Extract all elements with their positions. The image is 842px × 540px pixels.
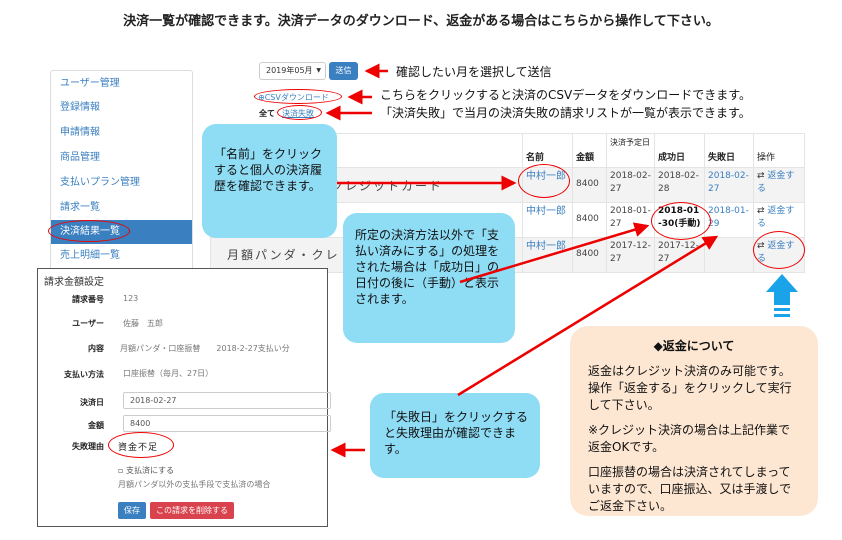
row-amount: 8400 [572, 167, 607, 203]
refund-label: 返金する [757, 171, 795, 194]
refund-text-1: 返金はクレジット決済のみ可能です。操作「返金する」をクリックして実行して下さい。 [588, 364, 792, 412]
refund-info-box: ◆返金について 返金はクレジット決済のみ可能です。操作「返金する」をクリックして… [570, 326, 818, 516]
highlight-oval [48, 220, 130, 242]
sidebar-item-billing[interactable]: 請求一覧 [60, 202, 100, 213]
sidebar-item-sales[interactable]: 売上明細一覧 [60, 250, 120, 261]
note-month: 確認したい月を選択して送信 [396, 65, 552, 79]
sidebar-item-registration[interactable]: 登録情報 [60, 102, 100, 113]
refund-icon: ⇄ [757, 206, 765, 216]
sidebar-item-plans[interactable]: 支払いプラン管理 [60, 177, 140, 188]
page-instruction-title: 決済一覧が確認できます。決済データのダウンロード、返金がある場合はこちらから操作… [123, 14, 719, 29]
arrow-fail [457, 235, 719, 397]
paid-help: 月額パンダ以外の支払手段で支払済の場合 [118, 480, 271, 489]
refund-text-3: 口座振替の場合は決済されてしまっていますので、口座振込、又は手渡しでご返金下さい… [588, 465, 792, 513]
row-failed-link[interactable]: 2018-02-27 [704, 167, 754, 203]
month-value: 2019年05月 [266, 66, 313, 75]
delete-billing-button[interactable]: この請求を削除する [150, 502, 234, 519]
date-label: 決済日 [80, 398, 104, 407]
sidebar-item-users[interactable]: ユーザー管理 [60, 78, 120, 89]
highlight-oval [254, 89, 342, 104]
highlight-oval [108, 432, 174, 458]
checkbox-icon: ▫ [118, 466, 124, 475]
send-button[interactable]: 送信 [329, 62, 358, 80]
row-scheduled: 2017-12-27 [606, 237, 655, 273]
filter-all-link[interactable]: 全て [259, 109, 275, 118]
caret-down-icon: ▼ [316, 67, 321, 74]
highlight-oval [518, 164, 570, 198]
row-failed-link[interactable] [704, 237, 754, 273]
note-csv: こちらをクリックすると決済のCSVデータをダウンロードできます。 [380, 88, 752, 102]
refund-label: 返金する [757, 206, 795, 229]
amount-input[interactable]: 8400 [123, 415, 331, 432]
field-label: ユーザー [72, 319, 104, 328]
refund-icon: ⇄ [757, 171, 765, 181]
sidebar-item-applications[interactable]: 申請情報 [60, 127, 100, 138]
sidebar-item-products[interactable]: 商品管理 [60, 152, 100, 163]
refund-text-2: ※クレジット決済の場合は上記作業で返金OKです。 [588, 423, 791, 454]
paid-checkbox[interactable]: ▫ 支払済にする [118, 465, 174, 476]
field-label: 請求番号 [72, 295, 104, 304]
note-failed: 「決済失敗」で当月の決済失敗の請求リストが一覧が表示できます。 [380, 106, 751, 120]
payment-date-input[interactable]: 2018-02-27 [123, 392, 331, 409]
field-label: 内容 [88, 344, 104, 353]
field-value: 月額パンダ・口座振替 2018-2-27支払い分 [120, 344, 290, 353]
blue-up-arrow-icon [766, 274, 798, 317]
highlight-oval [651, 202, 711, 240]
field-value: 123 [123, 294, 139, 303]
billing-edit-modal: 請求金額設定 請求番号 123 ユーザー 佐藤 五郎 内容 月額パンダ・口座振替… [37, 268, 331, 527]
reason-label: 失敗理由 [72, 442, 104, 451]
paid-checkbox-label: 支払済にする [125, 466, 175, 475]
callout-fail: 「失敗日」をクリックすると失敗理由が確認できます。 [370, 393, 540, 478]
save-button[interactable]: 保存 [118, 502, 146, 519]
callout-manual: 所定の決済方法以外で「支払い済みにする」の処理をされた場合は「成功日」の日付の後… [343, 213, 515, 343]
month-select[interactable]: 2019年05月▼ [259, 62, 326, 80]
amount-label: 金額 [88, 421, 104, 430]
highlight-oval [753, 231, 805, 269]
refund-button[interactable]: ⇄ 返金する [753, 167, 805, 203]
highlight-oval [277, 105, 322, 120]
field-value: 口座振替（毎月、27日） [123, 369, 214, 378]
refund-heading: ◆返金について [653, 339, 735, 353]
arrow-success [459, 222, 650, 284]
callout-name: 「名前」をクリックすると個人の決済履歴を確認できます。 [202, 124, 337, 238]
field-label: 支払い方法 [64, 370, 104, 379]
modal-title: 請求金額設定 [44, 277, 104, 288]
field-value: 佐藤 五郎 [123, 319, 163, 328]
